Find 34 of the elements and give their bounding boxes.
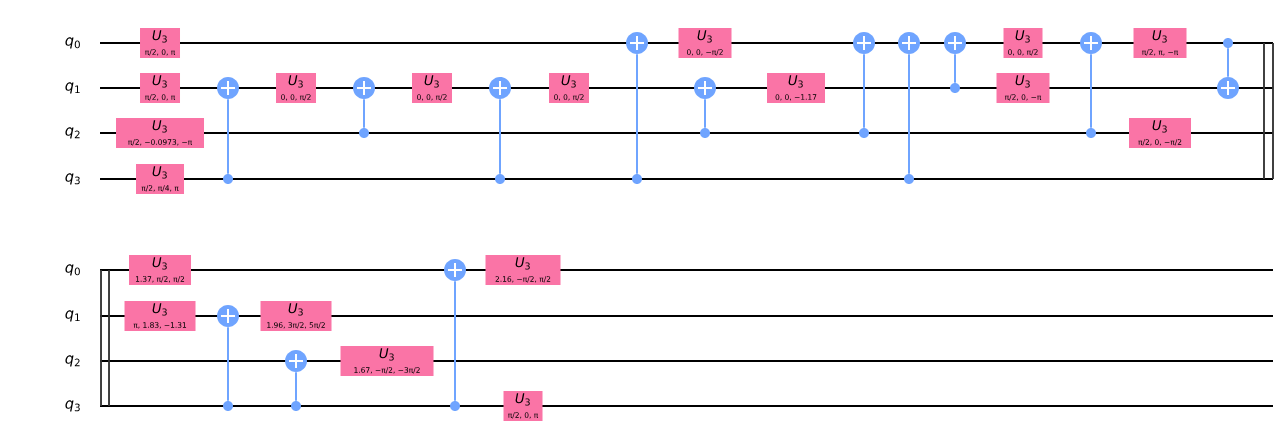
qubit-label: q$_{2}$ <box>65 127 80 139</box>
qubit-label: q$_{0}$ <box>65 264 80 276</box>
control-line <box>454 280 456 402</box>
target-circle <box>285 350 307 372</box>
target-circle <box>853 32 875 54</box>
target-circle <box>217 305 239 327</box>
control-line <box>295 371 297 402</box>
control-line <box>1090 53 1092 129</box>
control-line <box>636 53 638 175</box>
control-line <box>863 53 865 129</box>
target-circle <box>444 259 466 281</box>
target-circle <box>489 77 511 99</box>
qubit-label: q$_{3}$ <box>65 400 80 412</box>
qubit-label: q$_{1}$ <box>65 310 80 322</box>
control-line <box>499 98 501 175</box>
control-line <box>908 53 910 175</box>
control-line <box>954 53 956 84</box>
control-line <box>704 98 706 129</box>
control-line <box>227 326 229 402</box>
qubit-label: q$_{0}$ <box>65 37 80 49</box>
target-circle <box>898 32 920 54</box>
target-circle <box>626 32 648 54</box>
target-circle <box>944 32 966 54</box>
qubit-label: q$_{2}$ <box>65 355 80 367</box>
target-circle <box>1080 32 1102 54</box>
target-circle <box>1217 77 1239 99</box>
target-circle <box>694 77 716 99</box>
control-line <box>1227 47 1229 78</box>
qubit-label: q$_{1}$ <box>65 82 80 94</box>
target-circle <box>353 77 375 99</box>
control-line <box>227 98 229 175</box>
qubit-label: q$_{3}$ <box>65 173 80 185</box>
target-circle <box>217 77 239 99</box>
control-line <box>363 98 365 129</box>
